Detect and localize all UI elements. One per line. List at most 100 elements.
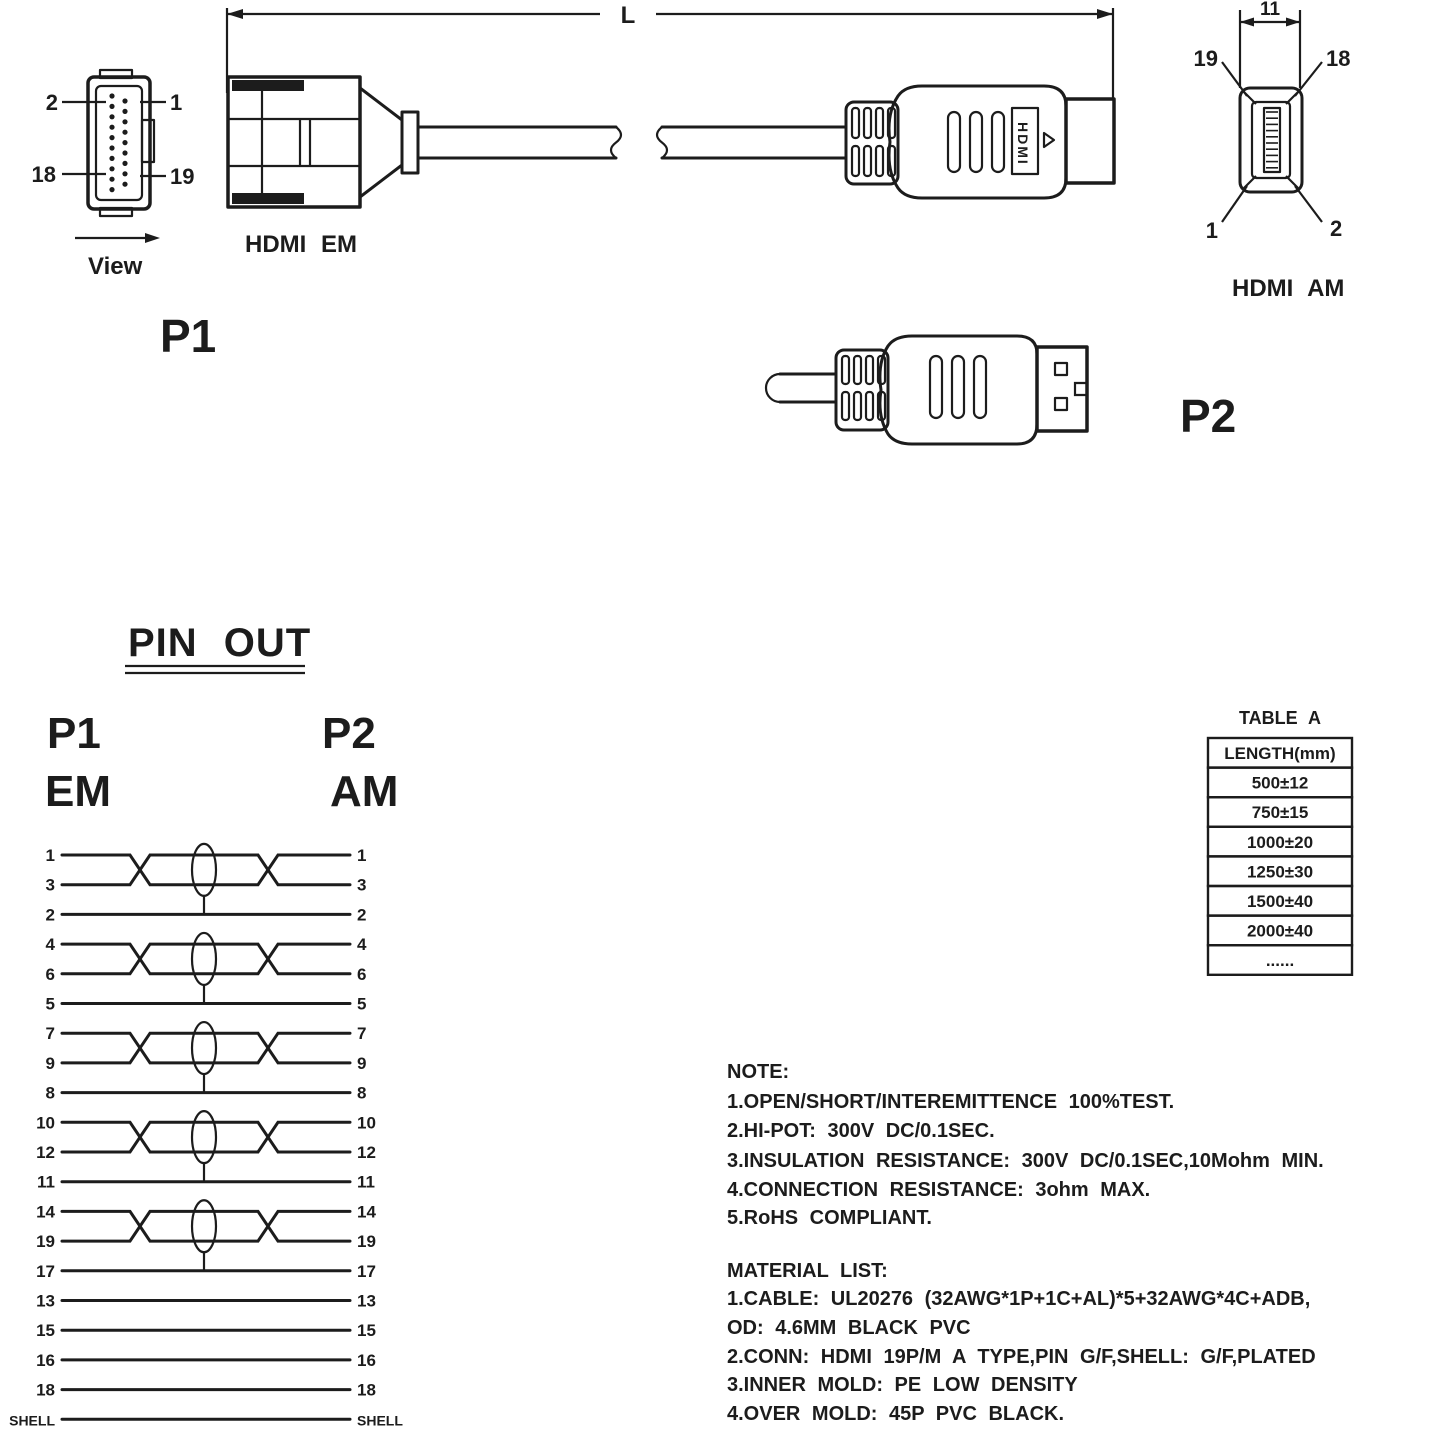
pin-label: 16: [36, 1351, 55, 1370]
shield-ellipse: [190, 1110, 218, 1165]
table-text: LENGTH(mm): [1224, 744, 1335, 763]
p2-cable-tip: [764, 372, 782, 404]
p2-metal-shell: [1035, 345, 1089, 433]
p1-face-bottom-tab: [98, 206, 134, 218]
table-cell: [1206, 944, 1354, 977]
am-strain-relief: [844, 100, 900, 186]
leader-2: [1294, 185, 1323, 223]
table-text: ......: [1266, 951, 1294, 970]
hdmi-logo-text: HDMI: [1015, 122, 1031, 166]
pinout-wire: 13 13: [36, 1292, 376, 1311]
dim-label-L: L: [621, 2, 636, 29]
pin-label: 10: [357, 1113, 376, 1132]
pin-label: 17: [357, 1262, 376, 1281]
pin-label: 14: [357, 1202, 376, 1221]
em-bottom-bar: [232, 193, 304, 204]
pair-wire: [60, 1031, 352, 1065]
pin-label: 17: [36, 1262, 55, 1281]
pin-label: 18: [357, 1381, 376, 1400]
hdmi-logo-box: [1010, 106, 1040, 176]
pin-label: 19: [36, 1232, 55, 1251]
p2-shell-notch: [1073, 381, 1087, 397]
note-section: NOTE: 1.OPEN/SHORT/INTEREMITTENCE 100%TE…: [727, 1061, 1324, 1229]
table-text: 1250±30: [1247, 862, 1313, 881]
pin-label: 14: [36, 1202, 55, 1221]
p1-face-outer: [86, 75, 152, 211]
am-pin-label-2: 2: [1330, 216, 1342, 241]
p1-pin-dot: [109, 103, 115, 109]
pin-label: 13: [36, 1292, 55, 1311]
pin-label: 18: [36, 1381, 55, 1400]
pin-label: 5: [357, 995, 366, 1014]
cable-break-right: [655, 125, 669, 160]
pin-label: 15: [36, 1321, 55, 1340]
p1-pin-field: [109, 93, 128, 193]
p1-face-side-tab: [140, 118, 156, 164]
pinout-title: PIN OUT: [128, 621, 311, 665]
em-boot-tip: [400, 110, 420, 175]
p1-pin-dot: [109, 166, 115, 172]
am-dim-arrow-right: [1286, 17, 1300, 27]
am-metal-shell: [1064, 97, 1116, 185]
material-item: OD: 4.6MM BLACK PVC: [727, 1317, 971, 1339]
pinout-left-type: EM: [45, 767, 111, 816]
pair-wire: [60, 1120, 352, 1154]
pair-wire: [60, 1031, 352, 1065]
am-face-opening: [1250, 100, 1292, 180]
material-item: 1.CABLE: UL20276 (32AWG*1P+1C+AL)*5+32AW…: [727, 1288, 1310, 1310]
pair-wire: [60, 942, 352, 976]
note-item: 4.CONNECTION RESISTANCE: 3ohm MAX.: [727, 1179, 1150, 1201]
hdmi-am-plug-top: HDMI: [844, 84, 1116, 200]
p2-name: P2: [1180, 390, 1236, 442]
pair-wire: [60, 1209, 352, 1243]
p1-pin-dot: [122, 98, 128, 104]
p1-pin-dot: [122, 160, 128, 166]
am-pin-contacts: [1266, 111, 1278, 169]
am-face-view: 11 19 18 1 2 HDMI AM: [1194, 0, 1351, 302]
p2-cable: [778, 372, 838, 404]
table-title: TABLE A: [1239, 708, 1321, 728]
em-body: [226, 75, 362, 209]
pair-wire: [60, 1120, 352, 1154]
material-section: MATERIAL LIST: 1.CABLE: UL20276 (32AWG*1…: [727, 1260, 1316, 1425]
pin-label: 3: [46, 876, 55, 895]
p1-pin-dot: [109, 145, 115, 151]
arrowhead-right: [1097, 9, 1113, 19]
pinout-right-p: P2: [322, 709, 376, 758]
material-item: 3.INNER MOLD: PE LOW DENSITY: [727, 1374, 1078, 1396]
p1-pin-dot: [122, 119, 128, 125]
pin-label: 15: [357, 1321, 376, 1340]
p2-shell-hole-bottom: [1053, 396, 1069, 412]
p1-pin-dot: [122, 150, 128, 156]
pin-label: 3: [357, 876, 366, 895]
table-text: 1500±40: [1247, 892, 1313, 911]
note-item: 1.OPEN/SHORT/INTEREMITTENCE 100%TEST.: [727, 1091, 1174, 1113]
am-pin-label-18: 18: [1326, 46, 1350, 71]
note-item: 3.INSULATION RESISTANCE: 300V DC/0.1SEC,…: [727, 1150, 1324, 1172]
p1-pin-dot: [109, 187, 115, 193]
p2-shell-hole-top: [1053, 361, 1069, 377]
pin-label: 19: [357, 1232, 376, 1251]
pin-label: 1: [46, 846, 55, 865]
length-dimension: L: [225, 2, 1115, 98]
pin-label: 2: [357, 905, 366, 924]
pair-wire: [60, 1209, 352, 1243]
shield-ellipse: [190, 1020, 218, 1076]
p2-slot-1: [928, 354, 944, 420]
p1-pin-label-19: 19: [170, 164, 194, 189]
pin-label: 5: [46, 995, 55, 1014]
am-slot-3: [990, 110, 1006, 174]
note-item: 2.HI-POT: 300V DC/0.1SEC.: [727, 1120, 995, 1142]
pin-label: 2: [46, 905, 55, 924]
view-label: View: [88, 253, 143, 280]
em-channel-divider: [298, 119, 312, 166]
arrowhead-left: [227, 9, 243, 19]
pin-label: 13: [357, 1292, 376, 1311]
table-text: 500±12: [1252, 774, 1309, 793]
